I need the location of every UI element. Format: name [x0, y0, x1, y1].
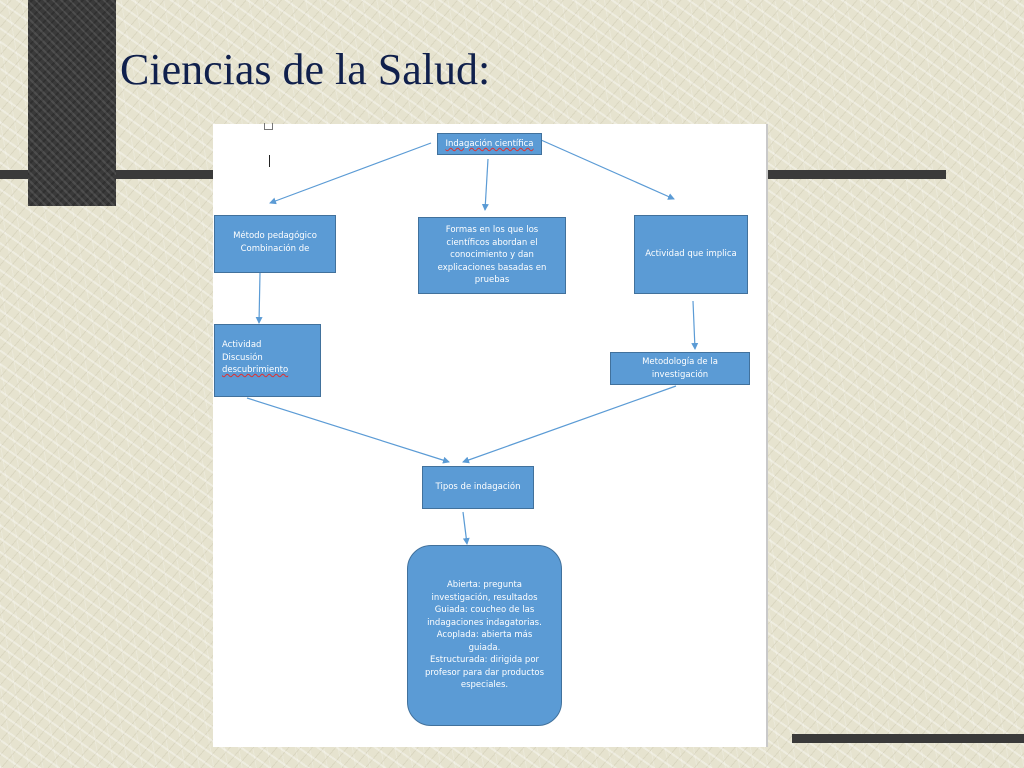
- arrow-right-to-child: [691, 300, 699, 350]
- tipos-line-3: Guiada: coucheo de las: [434, 605, 535, 616]
- formas-line-5: pruebas: [474, 275, 510, 285]
- arrow-left-child-to-merge: [246, 397, 450, 464]
- arrow-right-child-to-merge: [462, 385, 677, 464]
- arrow-left-to-child: [255, 272, 263, 324]
- formas-line-2: científicos abordan el: [446, 237, 538, 248]
- decorative-rule-left: [0, 170, 28, 179]
- cursor-box-mark: [264, 123, 273, 130]
- metodologia-line-2: investigación: [651, 369, 709, 380]
- decorative-dark-block: [28, 0, 116, 206]
- decorative-rule-bottom: [792, 734, 1024, 743]
- node-metodologia-investigacion: Metodología de la investigación: [610, 352, 750, 385]
- arrow-root-to-right: [540, 139, 675, 200]
- tipos-line-5: Acoplada: abierta más: [436, 630, 533, 641]
- tipos-line-2: investigación, resultados: [431, 592, 538, 603]
- tipos-line-4: indagaciones indagatorias.: [427, 617, 542, 628]
- decorative-rule-middle: [116, 170, 213, 179]
- formas-line-1: Formas en los que los: [445, 225, 539, 235]
- arrow-root-to-center: [481, 158, 489, 211]
- text-cursor-mark: [269, 155, 270, 167]
- arrows-layer: [246, 139, 699, 545]
- node-indagacion-cientifica: Indagación científica: [437, 133, 542, 155]
- decorative-rule-right: [768, 170, 946, 179]
- node-tipos-de-indagacion: Tipos de indagación: [422, 466, 534, 509]
- node-tipos-detalle: Abierta: pregunta investigación, resulta…: [407, 545, 562, 726]
- metodologia-line-1: Metodología de la: [642, 357, 718, 367]
- metodo-line-2: Combinación de: [240, 243, 310, 254]
- actividad-line-3: descubrimiento: [222, 365, 289, 375]
- node-formas-cientificos: Formas en los que los científicos aborda…: [418, 217, 566, 294]
- node-metodo-pedagogico: Método pedagógico Combinación de: [214, 215, 336, 273]
- tipos-line-9: especiales.: [460, 680, 509, 691]
- arrow-root-to-left: [269, 142, 432, 205]
- actividad-line-1: Actividad: [222, 340, 262, 350]
- formas-line-4: explicaciones basadas en: [437, 262, 547, 273]
- tipos-line-8: profesor para dar productos: [424, 667, 545, 678]
- tipos-line-6: guiada.: [468, 642, 501, 653]
- tipos-line-1: Abierta: pregunta: [446, 580, 523, 591]
- tipos-line-7: Estructurada: dirigida por: [429, 655, 540, 666]
- node-actividad-que-implica: Actividad que implica: [634, 215, 748, 294]
- formas-line-3: conocimiento y dan: [450, 250, 534, 260]
- arrow-merge-to-types: [462, 511, 470, 545]
- metodo-line-1: Método pedagógico: [233, 231, 317, 241]
- actividad-line-2: Discusión: [222, 352, 263, 363]
- concept-map-diagram: Indagación científica Método pedagógico …: [213, 123, 768, 747]
- node-actividad-discusion: Actividad Discusión descubrimiento: [214, 324, 321, 397]
- slide-title: Ciencias de la Salud:: [120, 45, 491, 94]
